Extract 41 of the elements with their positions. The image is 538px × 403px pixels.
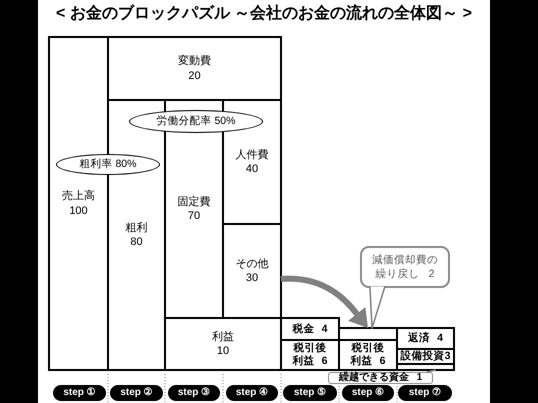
block-label: その他 30 xyxy=(236,256,268,286)
step-text: step ④ xyxy=(236,388,268,398)
callout-text: 減価償却費の繰り戻し 2 xyxy=(370,252,439,282)
step-text: step ⑤ xyxy=(294,388,326,398)
step-text: step ① xyxy=(63,388,96,398)
block-label: 設備投資3 xyxy=(400,350,450,363)
block-label: 粗利 80 xyxy=(126,220,148,250)
step-tag xyxy=(110,385,163,401)
step-tag xyxy=(53,385,106,401)
block-label: 固定費 70 xyxy=(178,194,210,224)
step-text: step ③ xyxy=(178,388,210,398)
block-label: 変動費 20 xyxy=(178,54,211,83)
block-label: 人件費 40 xyxy=(236,148,268,176)
step-tag xyxy=(342,385,394,401)
block-label: 税引後利益 6 xyxy=(350,342,386,368)
block-label: 利益 10 xyxy=(212,330,234,358)
puzzle-block xyxy=(396,327,455,350)
speech-bubble xyxy=(360,246,450,288)
puzzle-block xyxy=(107,36,282,101)
empty-block xyxy=(396,363,455,371)
block-label: 売上高 100 xyxy=(62,189,95,218)
curved-arrow xyxy=(280,276,368,328)
step-tag xyxy=(168,385,220,401)
step-tag xyxy=(226,385,278,401)
step-text: step ⑥ xyxy=(352,388,384,398)
puzzle-block xyxy=(338,339,398,371)
callout-tail xyxy=(369,286,386,329)
block-label: 税金 4 xyxy=(292,322,328,336)
step-text: step ② xyxy=(120,388,153,398)
step-text: step ⑦ xyxy=(408,388,442,398)
note-text: 繰越できる資金 1 xyxy=(338,373,422,383)
leader-line xyxy=(426,369,436,373)
ratio-label: 粗利率 80% xyxy=(80,159,136,170)
ratio-label: 労働分配率 50% xyxy=(156,116,236,127)
title: < お金のブロックパズル ～会社のお金の流れの全体図～ > xyxy=(56,4,472,24)
note-frame xyxy=(328,372,433,384)
block-label: 税引後利益 6 xyxy=(292,342,328,368)
block-label: 返済 4 xyxy=(408,332,443,345)
puzzle-block xyxy=(280,339,340,371)
step-tag xyxy=(283,385,337,401)
step-tag xyxy=(398,385,452,401)
